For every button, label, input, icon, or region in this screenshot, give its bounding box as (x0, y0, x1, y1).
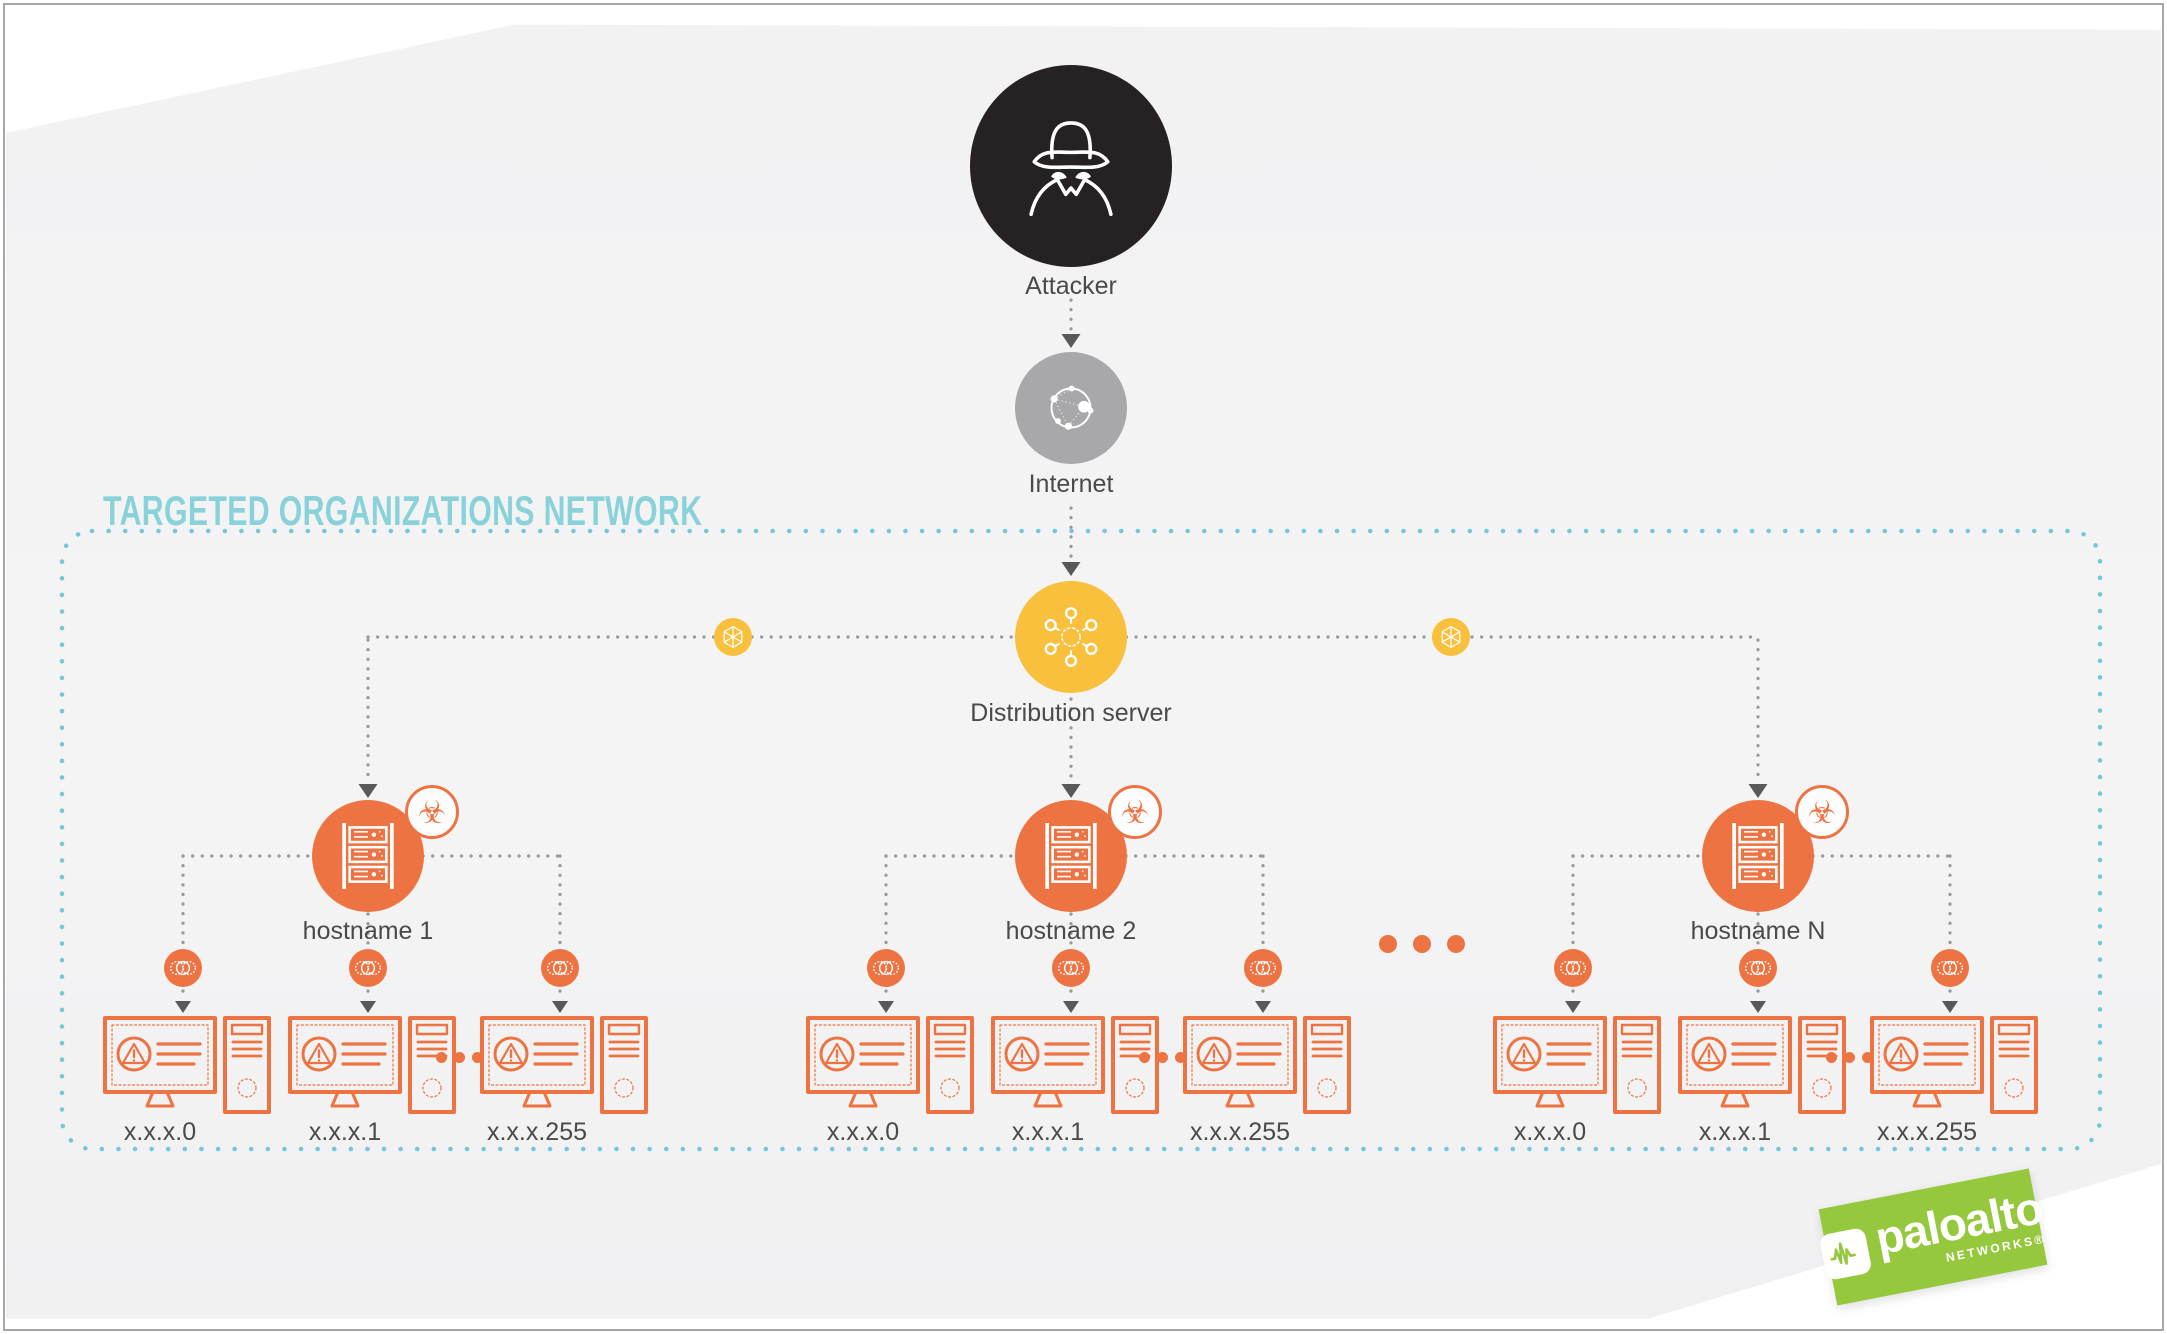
endpoint-ip-label: x.x.x.0 (1513, 1118, 1587, 1146)
endpoint-ip-label: x.x.x.1 (1011, 1118, 1085, 1146)
payload-icon (349, 949, 387, 987)
internet-label: Internet (1028, 470, 1114, 498)
network-boundary-dotted-rect (59, 528, 2103, 1152)
paloalto-networks-logo: paloalto NETWORKS® (1818, 1168, 2048, 1306)
hostname-label: hostname 1 (302, 917, 434, 945)
monitor-warning-icon (1493, 1016, 1661, 1114)
internet-node (1015, 352, 1127, 464)
hostname-label: hostname N (1690, 917, 1826, 945)
attacker-node (970, 65, 1172, 267)
monitor-warning-icon (806, 1016, 974, 1114)
payload-icon (1244, 949, 1282, 987)
endpoint-unit: x.x.x.1 (963, 0, 1159, 1150)
payload-icon (164, 949, 202, 987)
payload-icon (867, 949, 905, 987)
endpoint-ip-label: x.x.x.255 (486, 1118, 588, 1146)
monitor-warning-icon (103, 1016, 271, 1114)
server-rack-icon (1045, 823, 1097, 889)
wireframe-cube-icon (1441, 626, 1461, 648)
biohazard-icon: ☣ (1108, 785, 1162, 839)
host-group-1: ☣ hostname 1 x.x.x.0 (103, 0, 648, 1160)
monitor-warning-icon (991, 1016, 1159, 1114)
endpoint-unit: x.x.x.0 (75, 0, 271, 1150)
host-group-2: ☣ hostname 2 x.x.x.0 (806, 0, 1351, 1160)
payload-icon (541, 949, 579, 987)
distribution-server-node (1015, 581, 1127, 693)
payload-icon (1052, 949, 1090, 987)
endpoint-unit: x.x.x.255 (1155, 0, 1351, 1150)
endpoint-unit: x.x.x.255 (1842, 0, 2038, 1150)
endpoint-unit: x.x.x.0 (1465, 0, 1661, 1150)
wireframe-cube-icon (723, 626, 743, 648)
biohazard-icon: ☣ (405, 785, 459, 839)
monitor-warning-icon (1183, 1016, 1351, 1114)
server-rack-icon (1732, 823, 1784, 889)
distribution-server-label: Distribution server (970, 699, 1172, 727)
payload-icon (1554, 949, 1592, 987)
endpoint-unit: x.x.x.1 (260, 0, 456, 1150)
monitor-warning-icon (1678, 1016, 1846, 1114)
network-globe-icon (1050, 385, 1094, 430)
endpoint-ellipsis (1826, 1052, 1880, 1063)
host-group-n: ☣ hostname N x.x.x.0 (1493, 0, 2038, 1160)
biohazard-icon: ☣ (1795, 785, 1849, 839)
spy-icon (1029, 121, 1113, 217)
endpoint-unit: x.x.x.1 (1650, 0, 1846, 1150)
hostname-label: hostname 2 (1005, 917, 1137, 945)
endpoint-ip-label: x.x.x.0 (826, 1118, 900, 1146)
endpoint-unit: x.x.x.255 (452, 0, 648, 1150)
payload-icon (1739, 949, 1777, 987)
arrowheads (175, 334, 1958, 1013)
endpoint-ellipsis (1139, 1052, 1193, 1063)
endpoint-ellipsis (436, 1052, 490, 1063)
endpoint-ip-label: x.x.x.0 (123, 1118, 197, 1146)
attacker-label: Attacker (1025, 272, 1117, 300)
monitor-warning-icon (288, 1016, 456, 1114)
server-rack-icon (342, 823, 394, 889)
endpoint-unit: x.x.x.0 (778, 0, 974, 1150)
endpoint-ip-label: x.x.x.1 (308, 1118, 382, 1146)
paloalto-pulse-icon (1818, 1227, 1873, 1281)
payload-icon (1931, 949, 1969, 987)
monitor-warning-icon (480, 1016, 648, 1114)
hub-spokes-icon (1044, 607, 1098, 667)
relay-node-left (714, 618, 752, 656)
section-title: TARGETED ORGANIZATIONS NETWORK (103, 487, 703, 534)
inter-group-ellipsis (1379, 935, 1481, 953)
monitor-warning-icon (1870, 1016, 2038, 1114)
endpoint-ip-label: x.x.x.255 (1876, 1118, 1978, 1146)
endpoint-ip-label: x.x.x.255 (1189, 1118, 1291, 1146)
relay-node-right (1432, 618, 1470, 656)
endpoint-ip-label: x.x.x.1 (1698, 1118, 1772, 1146)
